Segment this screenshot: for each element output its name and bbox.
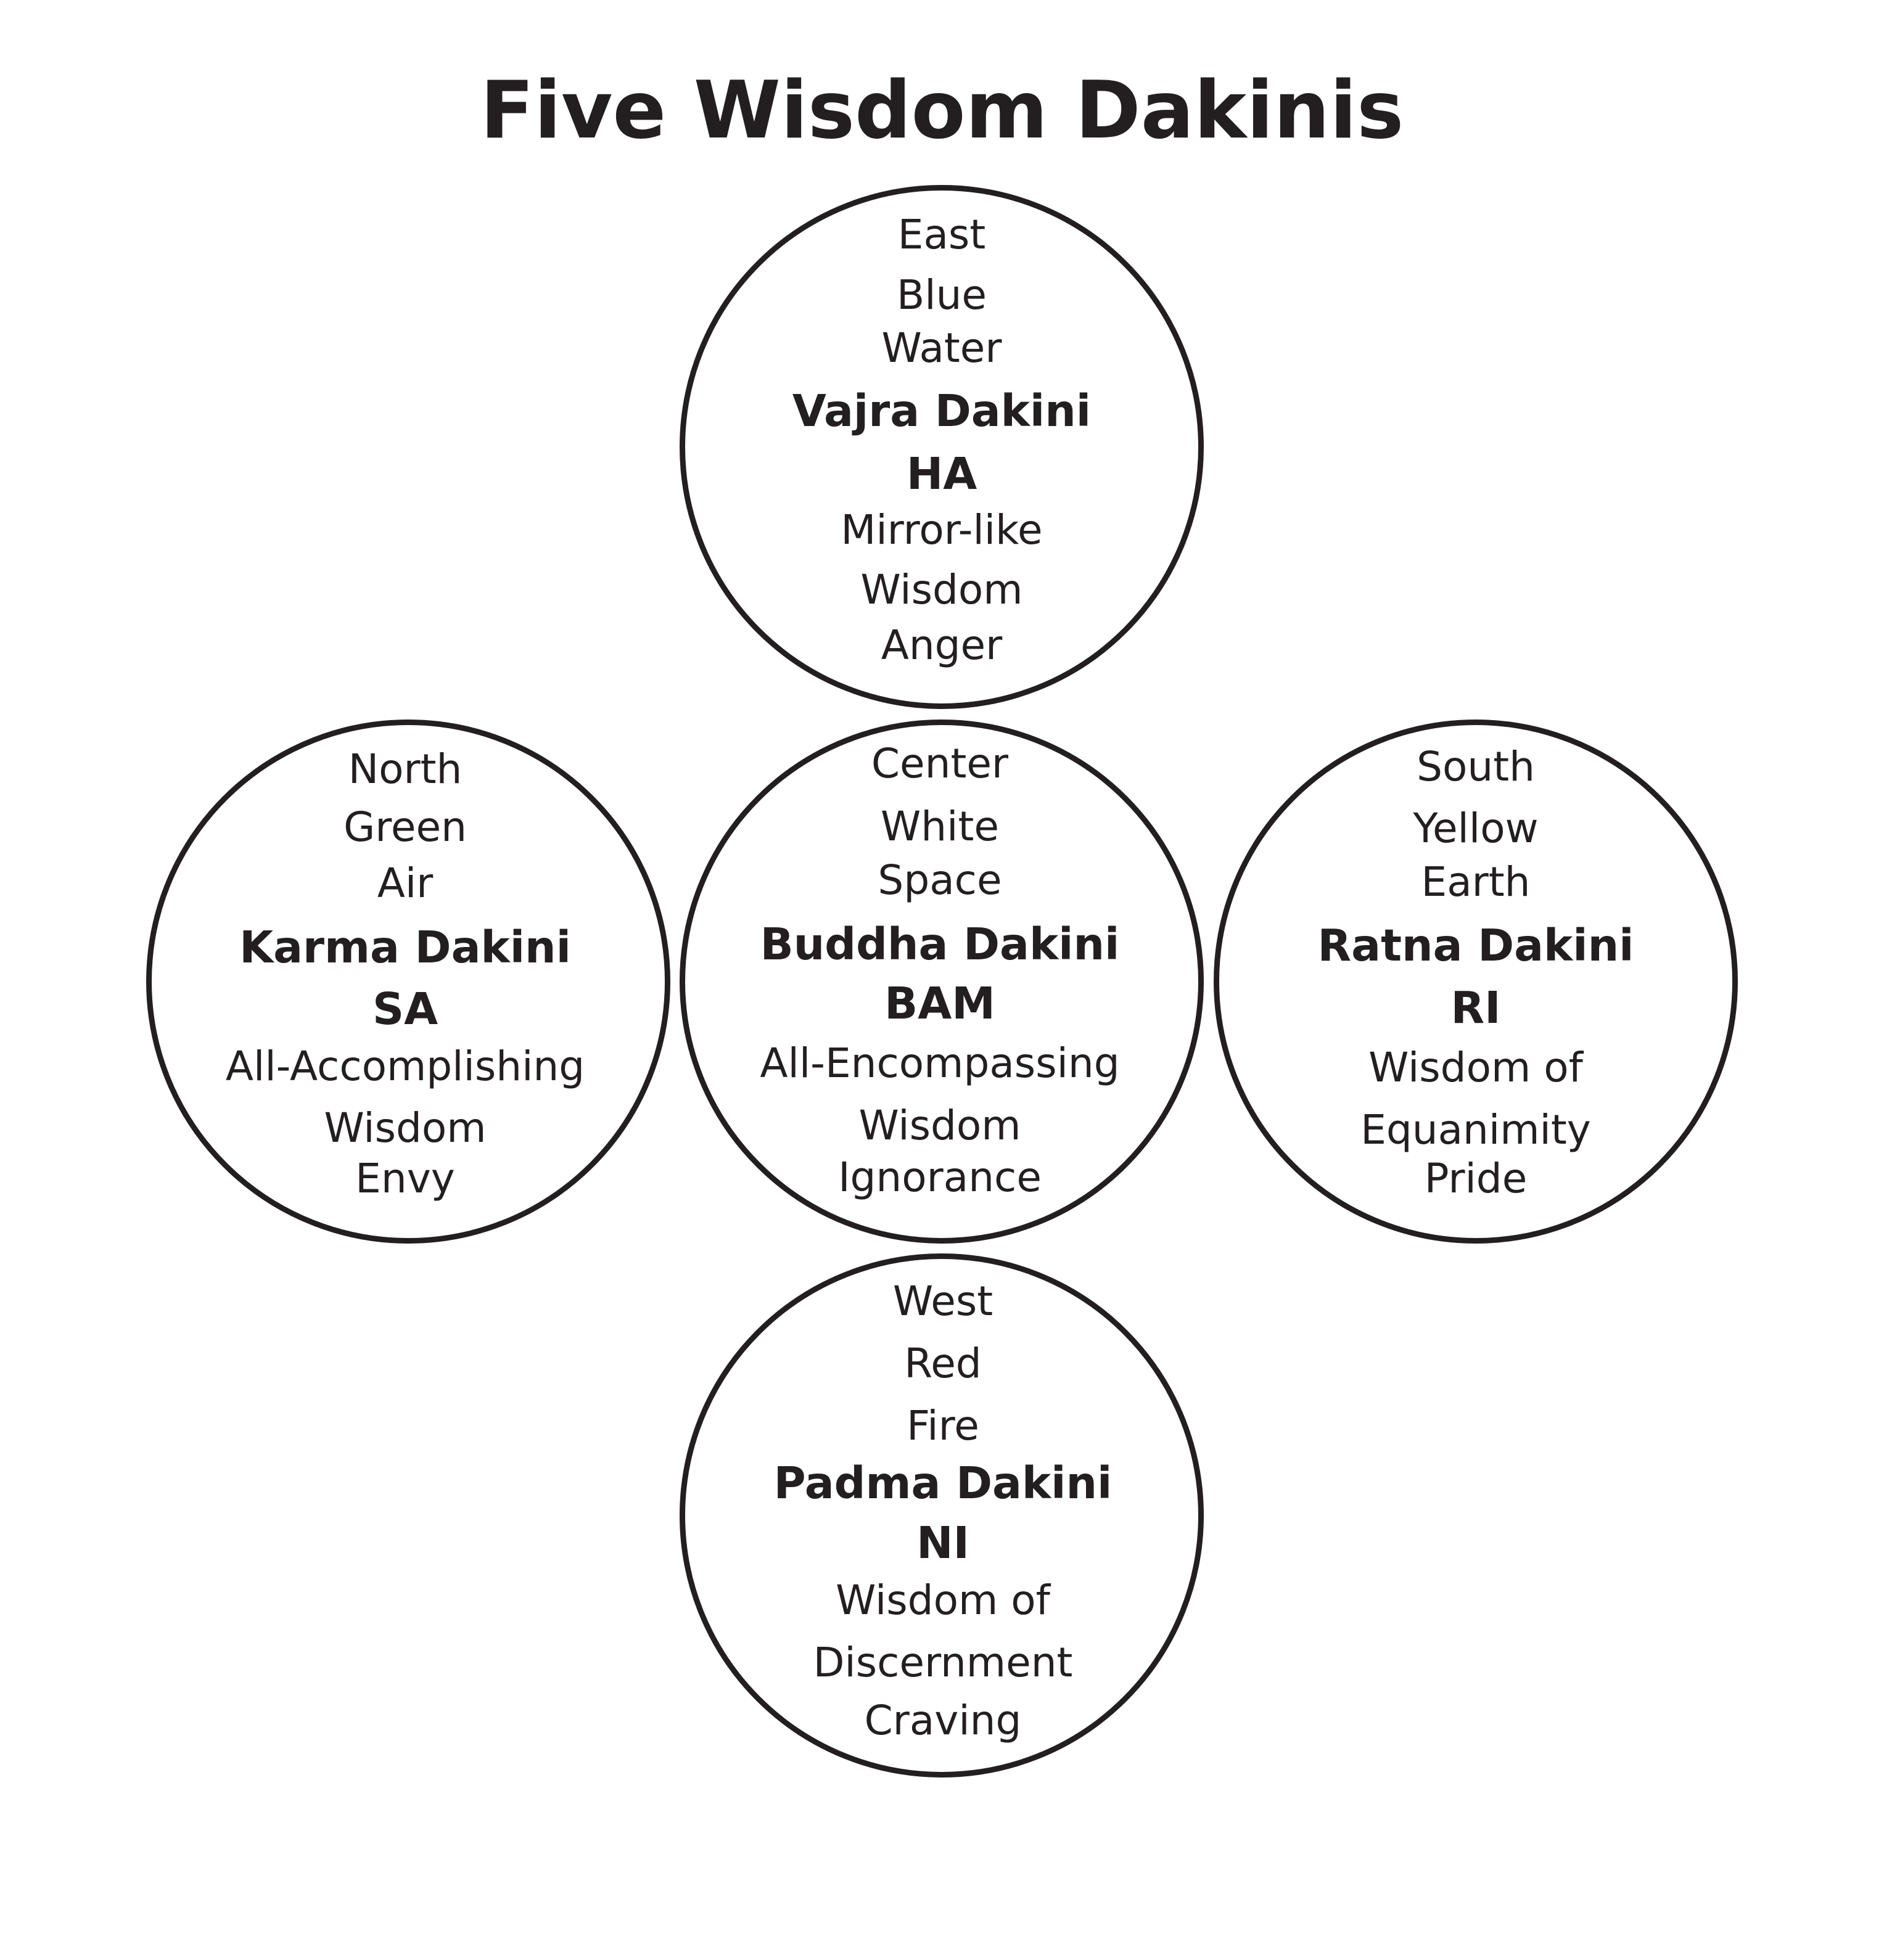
south-color: Yellow [1413, 805, 1539, 852]
center-dakini-circle [680, 720, 1204, 1244]
west-direction: West [892, 1277, 993, 1325]
south-wisdom-line-1: Wisdom of [1368, 1044, 1583, 1091]
north-element: Air [377, 859, 434, 907]
south-affliction: Pride [1424, 1155, 1528, 1202]
north-color: Green [343, 803, 467, 851]
center-wisdom-line-2: Wisdom [858, 1102, 1021, 1149]
center-color: White [881, 803, 999, 850]
center-direction: Center [871, 740, 1009, 787]
east-direction: East [897, 211, 986, 258]
north-affliction: Envy [355, 1155, 455, 1202]
center-wisdom-line-1: All-Encompassing [760, 1039, 1120, 1087]
north-wisdom-line-1: All-Accomplishing [225, 1043, 585, 1090]
center-dakini-name: Buddha Dakini [760, 919, 1120, 970]
west-dakini-name: Padma Dakini [773, 1458, 1113, 1509]
west-affliction: Craving [864, 1697, 1022, 1744]
west-wisdom-line-2: Discernment [813, 1639, 1073, 1686]
south-dakini-name: Ratna Dakini [1317, 920, 1634, 971]
east-affliction: Anger [881, 621, 1003, 669]
east-wisdom-line-1: Mirror-like [841, 506, 1043, 554]
east-wisdom-line-2: Wisdom [860, 566, 1023, 613]
south-wisdom-line-2: Equanimity [1360, 1106, 1591, 1154]
west-element: Fire [907, 1402, 979, 1449]
north-dakini-circle [146, 720, 670, 1244]
south-seed-syllable: RI [1450, 982, 1501, 1033]
east-dakini-circle [680, 185, 1204, 709]
east-dakini-name: Vajra Dakini [792, 385, 1092, 437]
north-seed-syllable: SA [372, 983, 438, 1035]
east-seed-syllable: HA [906, 448, 977, 499]
west-dakini-circle [680, 1253, 1204, 1778]
north-wisdom-line-2: Wisdom [324, 1104, 487, 1152]
east-color: Blue [896, 271, 987, 319]
north-direction: North [348, 745, 463, 793]
diagram-title: Five Wisdom Dakinis [480, 65, 1404, 157]
north-dakini-name: Karma Dakini [239, 922, 571, 973]
west-color: Red [904, 1340, 982, 1387]
center-element: Space [878, 856, 1002, 904]
center-seed-syllable: BAM [884, 978, 995, 1029]
south-element: Earth [1421, 858, 1531, 906]
east-element: Water [881, 324, 1002, 372]
center-affliction: Ignorance [838, 1154, 1042, 1201]
west-seed-syllable: NI [916, 1517, 969, 1568]
south-dakini-circle [1214, 720, 1738, 1244]
west-wisdom-line-1: Wisdom of [836, 1577, 1050, 1624]
south-direction: South [1417, 743, 1535, 790]
